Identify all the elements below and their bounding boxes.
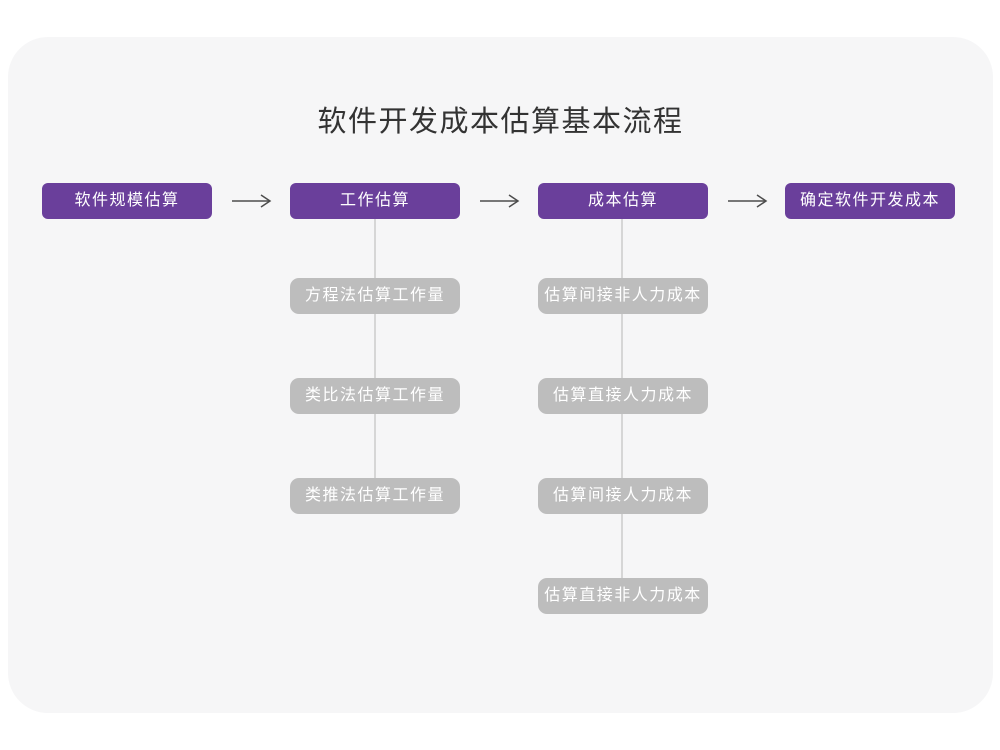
cost-item-direct-nonlabor: 估算直接非人力成本 xyxy=(538,578,708,614)
arrow-right-icon xyxy=(232,194,272,208)
page-title: 软件开发成本估算基本流程 xyxy=(317,106,684,138)
cost-item-indirect-labor: 估算间接人力成本 xyxy=(538,478,708,514)
cost-item-indirect-nonlabor: 估算间接非人力成本 xyxy=(538,278,708,314)
arrow-right-icon xyxy=(728,194,768,208)
flow-step-determine-development-cost: 确定软件开发成本 xyxy=(785,183,955,219)
work-method-equation: 方程法估算工作量 xyxy=(290,278,460,314)
cost-item-direct-labor: 估算直接人力成本 xyxy=(538,378,708,414)
connector-line-work xyxy=(374,219,376,496)
work-method-extrapolation: 类推法估算工作量 xyxy=(290,478,460,514)
flow-step-cost-estimation: 成本估算 xyxy=(538,183,708,219)
arrow-right-icon xyxy=(480,194,520,208)
flowchart-card xyxy=(8,37,993,713)
work-method-analogy: 类比法估算工作量 xyxy=(290,378,460,414)
flow-step-software-scale-estimation: 软件规模估算 xyxy=(42,183,212,219)
flow-step-work-estimation: 工作估算 xyxy=(290,183,460,219)
